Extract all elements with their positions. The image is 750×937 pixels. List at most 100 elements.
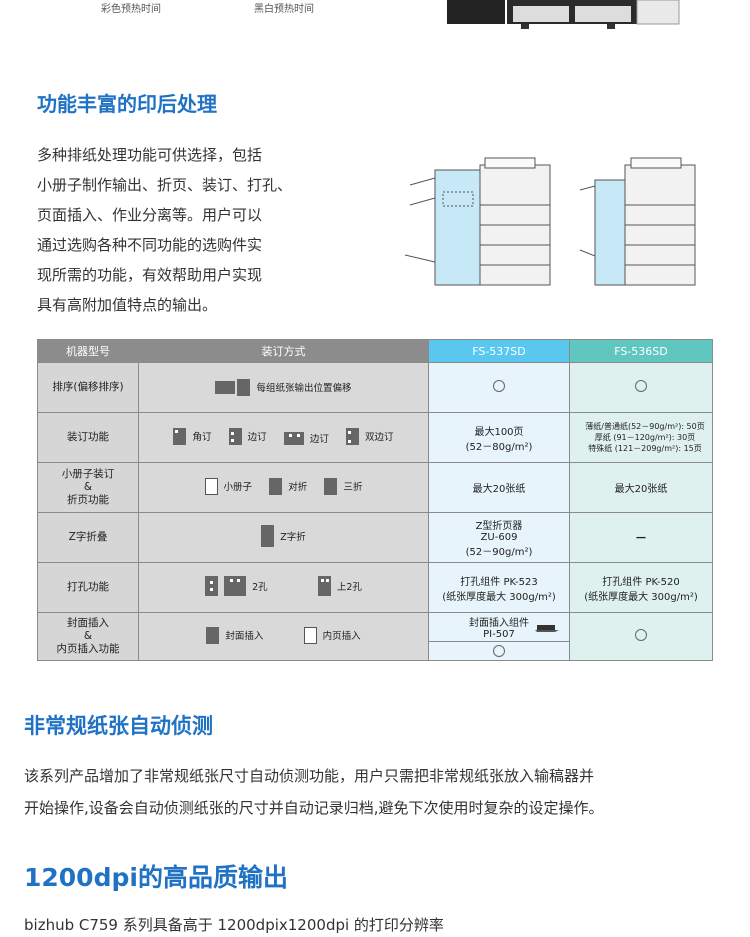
supported-circle-icon bbox=[493, 380, 505, 392]
intro-line: 多种排纸处理功能可供选择，包括 bbox=[37, 146, 263, 164]
row-label: 打孔功能 bbox=[37, 562, 139, 613]
fs537-value: 打孔组件 PK-523 (纸张厚度最大 300g/m²) bbox=[428, 562, 570, 613]
binding-option-label: 双边订 bbox=[365, 432, 394, 443]
warmup-bw-label: 黑白预热时间 bbox=[254, 4, 314, 15]
value-line: 打孔组件 PK-523 bbox=[460, 576, 538, 588]
section-title-paper-detection: 非常规纸张自动侦测 bbox=[24, 714, 213, 738]
table-row: 小册子装订 & 折页功能 小册子 对折 三折 最大20张纸 最大20张纸 bbox=[37, 462, 713, 513]
table-header-row: 机器型号 装订方式 FS-537SD FS-536SD bbox=[37, 339, 713, 363]
binding-option: 2孔 bbox=[205, 576, 268, 596]
binding-option-label: 每组纸张输出位置偏移 bbox=[256, 383, 352, 394]
fs537-value: 最大20张纸 bbox=[428, 462, 570, 513]
row-label: 封面插入 & 内页插入功能 bbox=[37, 612, 139, 661]
supported-circle-icon bbox=[635, 629, 647, 641]
punch-2hole-icon bbox=[224, 576, 247, 596]
binding-options: 2孔 上2孔 bbox=[138, 562, 429, 613]
header-fs536sd: FS-536SD bbox=[569, 339, 713, 363]
binding-option: 每组纸张输出位置偏移 bbox=[215, 378, 352, 396]
binding-option: 三折 bbox=[324, 477, 362, 495]
binding-option: 内页插入 bbox=[303, 626, 361, 644]
binding-options: 角订 边订 边订 双边订 bbox=[138, 412, 429, 463]
binding-option: 双边订 bbox=[346, 427, 394, 445]
corner-staple-icon bbox=[173, 427, 187, 445]
row-label-line: 封面插入 bbox=[67, 617, 109, 629]
binding-option-label: 边订 bbox=[309, 434, 329, 445]
finisher-illustration bbox=[404, 157, 696, 286]
row-label: Z字折叠 bbox=[37, 512, 139, 563]
binding-options: 封面插入 内页插入 bbox=[138, 612, 429, 661]
binding-option: 上2孔 bbox=[317, 576, 362, 596]
intro-line: 页面插入、作业分离等。用户可以 bbox=[37, 206, 263, 224]
double-staple-icon bbox=[346, 427, 360, 445]
warmup-color-label: 彩色预热时间 bbox=[101, 4, 161, 15]
value-line: (52－90g/m²) bbox=[465, 547, 533, 558]
top-strip: 彩色预热时间 黑白预热时间 bbox=[0, 0, 750, 22]
intro-line: 具有高附加值特点的输出。 bbox=[37, 296, 218, 314]
row-label-line: 排序(偏移排序) bbox=[52, 381, 124, 393]
header-fs537sd: FS-537SD bbox=[428, 339, 570, 363]
table-row: 排序(偏移排序) 每组纸张输出位置偏移 bbox=[37, 362, 713, 413]
binding-option: 封面插入 bbox=[206, 626, 264, 644]
binding-option: 边订 bbox=[228, 427, 267, 445]
side-staple-icon bbox=[283, 431, 304, 445]
half-fold-icon bbox=[269, 477, 283, 495]
value-line: 打孔组件 PK-520 bbox=[602, 576, 680, 588]
inserter-unit-icon bbox=[535, 625, 559, 632]
paper-detection-text: 该系列产品增加了非常规纸张尺寸自动侦测功能，用户只需把非常规纸张放入输稿器并 开… bbox=[24, 760, 734, 824]
supported-circle-icon bbox=[635, 380, 647, 392]
header-model: 机器型号 bbox=[37, 339, 139, 363]
row-label-line: 小册子装订 bbox=[61, 468, 115, 480]
binding-option-label: 小册子 bbox=[223, 482, 253, 493]
value-line: 厚纸 (91－120g/m²): 30页 bbox=[594, 433, 696, 442]
value-line: 特殊纸 (121－209g/m²): 15页 bbox=[588, 444, 702, 453]
binding-option: 边订 bbox=[283, 431, 329, 445]
row-label-line: 打孔功能 bbox=[67, 581, 109, 593]
row-label: 装订功能 bbox=[37, 412, 139, 463]
paragraph-line: 该系列产品增加了非常规纸张尺寸自动侦测功能，用户只需把非常规纸张放入输稿器并 bbox=[24, 767, 595, 785]
table-row: 装订功能 角订 边订 边订 双边订 最大100页 (52－80g/m²) bbox=[37, 412, 713, 463]
binding-option-label: 2孔 bbox=[252, 582, 268, 593]
row-label-line: 内页插入功能 bbox=[56, 643, 120, 655]
page-insert-icon bbox=[303, 626, 317, 644]
row-label-line: & bbox=[83, 481, 93, 493]
value-line: 最大20张纸 bbox=[614, 484, 668, 495]
row-label-line: 装订功能 bbox=[67, 431, 109, 443]
offset-stack-icon bbox=[237, 378, 251, 396]
value-line: (52－80g/m²) bbox=[465, 441, 533, 453]
finishing-intro: 多种排纸处理功能可供选择，包括 小册子制作输出、折页、装订、打孔、 页面插入、作… bbox=[37, 140, 337, 320]
supported-circle-icon bbox=[493, 645, 505, 657]
value-line: ZU-609 bbox=[480, 532, 518, 543]
copier-base-image bbox=[447, 0, 680, 29]
value-line: (纸张厚度最大 300g/m²) bbox=[442, 591, 556, 603]
fs536-value bbox=[569, 612, 713, 661]
binding-options: 小册子 对折 三折 bbox=[138, 462, 429, 513]
binding-options: 每组纸张输出位置偏移 bbox=[138, 362, 429, 413]
table-row: Z字折叠 Z字折 Z型折页器 ZU-609 (52－90g/m²) － bbox=[37, 512, 713, 563]
binding-option-label: 角订 bbox=[192, 432, 212, 443]
header-binding: 装订方式 bbox=[138, 339, 429, 363]
punch-2hole-icon bbox=[205, 576, 219, 596]
z-fold-icon bbox=[261, 525, 275, 547]
paragraph-line: bizhub C759 系列具备高于 1200dpix1200dpi 的打印分辨… bbox=[24, 916, 444, 934]
row-label-line: Z字折叠 bbox=[68, 531, 108, 543]
booklet-icon bbox=[204, 477, 218, 495]
binding-options: Z字折 bbox=[138, 512, 429, 563]
binding-option-label: 封面插入 bbox=[225, 631, 264, 642]
binding-option-label: 上2孔 bbox=[336, 582, 362, 593]
value-line: 薄纸/普通纸(52－90g/m²): 50页 bbox=[585, 422, 705, 431]
fs536-value bbox=[569, 362, 713, 413]
binding-option: 对折 bbox=[269, 477, 307, 495]
binding-option-label: 内页插入 bbox=[322, 631, 361, 642]
punch-top-2hole-icon bbox=[317, 576, 331, 596]
binding-option-label: 边订 bbox=[247, 432, 267, 443]
section-title-finishing: 功能丰富的印后处理 bbox=[37, 92, 217, 116]
intro-line: 通过选购各种不同功能的选购件实 bbox=[37, 236, 263, 254]
paragraph-line: 开始操作,设备会自动侦测纸张的尺寸并自动记录归档,避免下次使用时复杂的设定操作。 bbox=[24, 799, 604, 817]
fs537-insert-support bbox=[429, 642, 569, 660]
row-label-line: & bbox=[83, 630, 93, 642]
fs537-value: Z型折页器 ZU-609 (52－90g/m²) bbox=[428, 512, 570, 563]
resolution-text: bizhub C759 系列具备高于 1200dpix1200dpi 的打印分辨… bbox=[24, 913, 734, 937]
side-staple-icon bbox=[228, 427, 242, 445]
binding-option-label: Z字折 bbox=[280, 532, 306, 543]
fs537-value: 封面插入组件 PI-507 bbox=[428, 612, 570, 661]
